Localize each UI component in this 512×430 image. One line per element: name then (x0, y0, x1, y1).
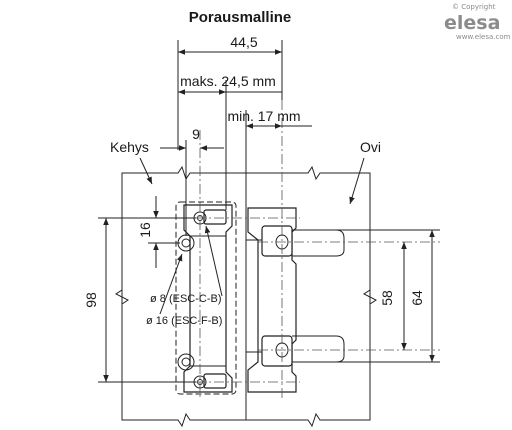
frame-callout: Kehys (110, 139, 153, 185)
door-label: Ovi (360, 139, 381, 155)
dimension-64-label: 64 (409, 290, 425, 306)
frame-hinge-leaf (175, 201, 237, 395)
dimension-min-17: min. 17 mm (227, 108, 312, 173)
large-hole-16-lower (177, 353, 195, 371)
dimension-98-label: 98 (83, 292, 99, 308)
door-callout: Ovi (349, 139, 381, 205)
dimension-58-label: 58 (379, 290, 395, 306)
dimension-max-24-5: maks. 24,5 mm (178, 73, 282, 210)
dimension-58: 58 (379, 242, 407, 350)
logo-wordmark: elesa (444, 12, 500, 34)
copyright-text: © Copyright (452, 3, 496, 11)
dimension-16-label: 16 (137, 222, 153, 238)
dimension-44-5-label: 44,5 (230, 34, 257, 50)
logo-url: www.elesa.com (456, 33, 511, 41)
dimension-44-5: 44,5 (177, 34, 283, 150)
frame-label: Kehys (110, 139, 149, 155)
dimension-64: 64 (292, 229, 440, 363)
door-hinge-leaf (246, 207, 345, 393)
door-panel (245, 165, 371, 428)
dimension-9: 9 (160, 126, 224, 236)
hole-large-label: ø 16 (ESC-F-B) (146, 315, 222, 327)
elesa-logo: © Copyright elesa www.elesa.com (444, 3, 511, 41)
dimension-max-label: maks. 24,5 mm (180, 73, 276, 89)
door-break-right (363, 289, 377, 305)
hole-small-label: ø 8 (ESC-C-B) (150, 293, 222, 305)
hole-callouts: ø 8 (ESC-C-B) ø 16 (ESC-F-B) (146, 225, 223, 327)
frame-break-left (115, 289, 129, 305)
page-title: Porausmalline (189, 9, 292, 26)
dimension-9-label: 9 (192, 126, 200, 142)
dimension-min-label: min. 17 mm (227, 108, 300, 124)
dimension-98: 98 (83, 217, 196, 383)
